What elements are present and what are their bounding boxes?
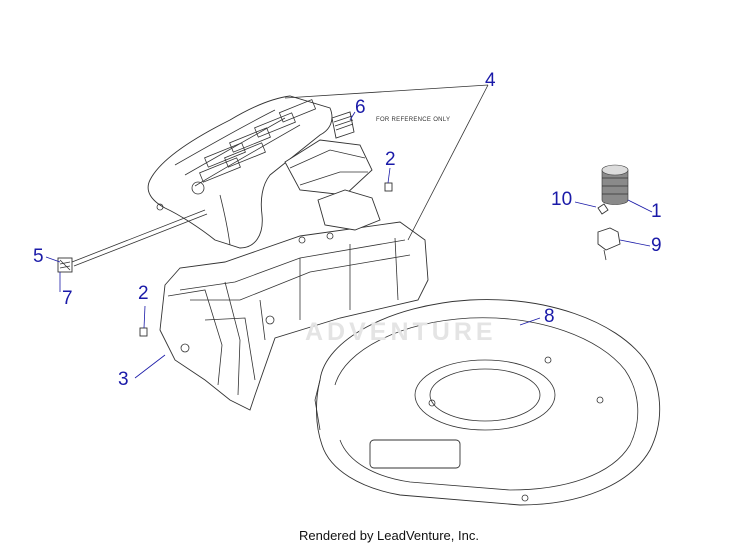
callout-8[interactable]: 8: [544, 306, 555, 327]
footer-credit: Rendered by LeadVenture, Inc.: [299, 528, 479, 543]
callout-9[interactable]: 9: [651, 235, 662, 256]
callout-leaders: [45, 84, 653, 379]
callout-4[interactable]: 4: [485, 70, 496, 91]
callout-10[interactable]: 10: [551, 189, 573, 210]
hinge-rod: [57, 209, 208, 273]
callout-2-upper[interactable]: 2: [385, 149, 396, 170]
callout-1[interactable]: 1: [651, 201, 662, 222]
callout-6[interactable]: 6: [355, 97, 366, 118]
height-adjuster: [597, 164, 629, 261]
discharge-cover: [147, 95, 333, 249]
callout-5[interactable]: 5: [33, 246, 44, 267]
spring-assembly: [284, 111, 373, 196]
reference-note: FOR REFERENCE ONLY: [376, 117, 451, 123]
callout-2-lower[interactable]: 2: [138, 283, 149, 304]
callout-7[interactable]: 7: [62, 288, 73, 309]
bolts: [139, 182, 393, 337]
watermark-text: ADVENTURE: [305, 318, 497, 346]
callout-3[interactable]: 3: [118, 369, 129, 390]
mower-deck: [314, 299, 661, 506]
deck-housing: [159, 189, 429, 411]
